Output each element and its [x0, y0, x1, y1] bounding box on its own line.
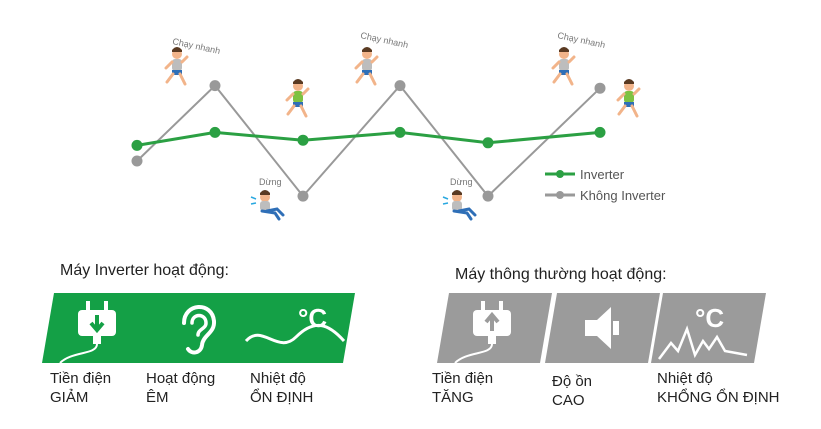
runner-steady-icon: [285, 77, 310, 118]
caption-line2: ỔN ĐỊNH: [250, 389, 314, 406]
sitting-person-icon: [441, 188, 477, 221]
caption-high-noise: Độ ồn CAO: [552, 372, 592, 410]
data-point-inverter-5: [594, 126, 606, 138]
inverter-section-title: Máy Inverter hoạt động:: [60, 262, 229, 279]
runner-steady-icon: [616, 77, 641, 118]
legend-label-inverter: Inverter: [580, 167, 625, 182]
caption-line2: ÊM: [146, 389, 169, 406]
chart-legend: Inverter Không Inverter: [545, 167, 666, 203]
annotation-stop-1: Dừng: [259, 177, 282, 187]
caption-line1: Tiền điện: [50, 370, 112, 387]
caption-line2: GIẢM: [50, 389, 89, 406]
tile-electricity-decrease: [42, 293, 157, 363]
legend-label-non-inverter: Không Inverter: [580, 188, 666, 203]
temperature-spike-icon: °C: [658, 303, 748, 360]
caption-unstable-temperature: Nhiệt độ KHỔNG ỔN ĐỊNH: [657, 369, 780, 407]
data-point-non-inverter-2: [297, 190, 309, 202]
non-inverter-series: [131, 80, 606, 202]
celsius-label: °C: [298, 303, 327, 333]
caption-quiet-operation: Hoạt động ÊM: [146, 369, 215, 407]
legend-dot-non-inverter: [556, 191, 564, 199]
caption-line1: Độ ồn: [552, 373, 593, 390]
caption-line1: Tiền điện: [432, 370, 494, 387]
speed-comparison-chart: Chạy nhanh Chạy nhanh Chạy nhanh Dừng Dừ…: [131, 30, 666, 221]
data-point-inverter-2: [297, 134, 309, 146]
celsius-label: °C: [695, 303, 724, 333]
runner-fast-icon: [354, 45, 379, 86]
caption-line1: Nhiệt độ: [657, 370, 713, 387]
annotation-stop-2: Dừng: [450, 177, 473, 187]
tile-quiet-operation: [140, 293, 255, 363]
runner-fast-icon: [164, 45, 189, 86]
speaker-icon: [585, 307, 619, 349]
tile-unstable-temperature: °C: [651, 293, 766, 363]
caption-line2: TĂNG: [432, 389, 474, 406]
data-point-non-inverter-4: [482, 190, 494, 202]
caption-electricity-increase: Tiền điện TĂNG: [432, 369, 493, 407]
plug-up-icon: [454, 301, 511, 363]
runner-fast-icon: [551, 45, 576, 86]
inverter-series: [131, 126, 606, 151]
tile-electricity-increase: [437, 293, 552, 363]
normal-section-title: Máy thông thường hoạt động:: [455, 266, 667, 283]
data-point-non-inverter-5: [594, 82, 606, 94]
caption-line1: Nhiệt độ: [250, 370, 306, 387]
temperature-wave-icon: °C: [244, 303, 346, 345]
caption-stable-temperature: Nhiệt độ ỔN ĐỊNH: [250, 369, 313, 407]
sitting-person-icon: [249, 188, 285, 221]
caption-line2: KHỔNG ỔN ĐỊNH: [657, 389, 780, 406]
data-point-non-inverter-0: [131, 155, 143, 167]
caption-line2: CAO: [552, 392, 585, 409]
ear-icon: [182, 305, 217, 355]
legend-dot-inverter: [556, 170, 564, 178]
data-point-inverter-0: [131, 139, 143, 151]
tile-stable-temperature: °C: [240, 293, 355, 363]
data-point-inverter-3: [394, 126, 406, 138]
caption-line1: Hoạt động: [146, 370, 216, 387]
tile-high-noise: [545, 293, 660, 363]
series-line-inverter: [136, 130, 601, 147]
data-point-inverter-4: [482, 137, 494, 149]
data-point-non-inverter-1: [209, 80, 221, 92]
plug-down-icon: [59, 301, 116, 363]
data-point-inverter-1: [209, 126, 221, 138]
data-point-non-inverter-3: [394, 80, 406, 92]
caption-electricity-decrease: Tiền điện GIẢM: [50, 369, 111, 407]
series-line-non-inverter: [136, 84, 601, 198]
